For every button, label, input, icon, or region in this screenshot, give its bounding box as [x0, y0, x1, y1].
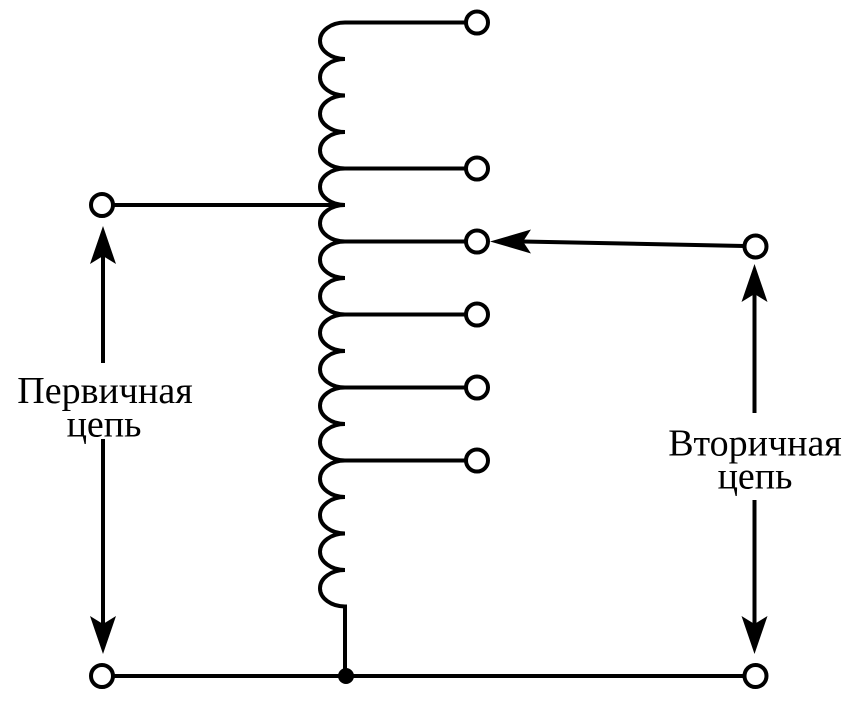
terminal-top	[464, 9, 490, 36]
secondary-span-arrow	[741, 264, 768, 654]
wiper-wire	[522, 239, 745, 248]
winding-coil	[318, 20, 347, 676]
wiper-arrowhead-icon	[490, 229, 531, 254]
primary-up-arrowhead-icon	[90, 226, 116, 264]
terminal-tap-4	[464, 301, 490, 328]
wiper-arrow	[490, 229, 769, 260]
terminal-secondary-wiper	[742, 233, 769, 260]
primary-span-arrow	[90, 226, 116, 654]
labels-group: Первичная цепь Вторичная цепь	[17, 370, 841, 498]
tap-wires	[114, 20, 466, 463]
primary-down-arrowhead-icon	[90, 616, 116, 654]
secondary-circuit-label-line2: цепь	[718, 456, 793, 498]
terminal-primary-tap	[89, 192, 115, 218]
terminal-tap-2	[464, 155, 490, 182]
bottom-rail-group	[89, 663, 769, 689]
junction-dot	[338, 668, 354, 684]
terminal-bottom-right	[742, 663, 769, 689]
terminal-bottom-left	[89, 663, 115, 689]
terminal-tap-3	[464, 228, 490, 255]
tap-terminals	[89, 9, 490, 474]
secondary-down-arrowhead-icon	[741, 616, 768, 654]
terminal-tap-5	[464, 374, 490, 401]
primary-circuit-label-line2: цепь	[67, 404, 142, 446]
winding-group	[318, 20, 347, 676]
primary-circuit-label-line1: Первичная	[17, 370, 192, 412]
terminal-tap-6	[464, 447, 490, 474]
secondary-up-arrowhead-icon	[741, 264, 768, 302]
secondary-circuit-label-line1: Вторичная	[668, 423, 842, 465]
